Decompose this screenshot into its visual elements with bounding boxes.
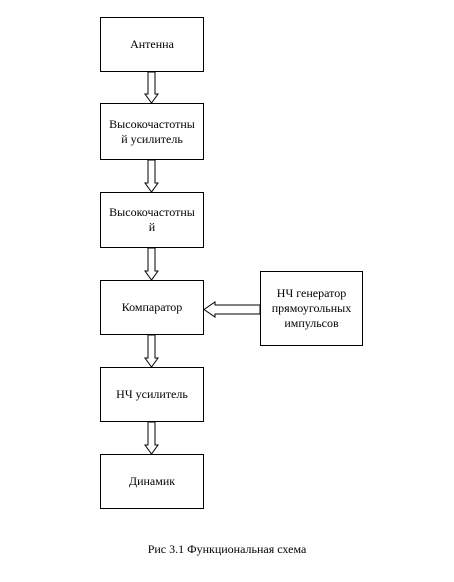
block-hf-amplifier-1-label: Высокочастотны й усилитель bbox=[109, 116, 195, 146]
arrow-antenna-to-hf1 bbox=[144, 71, 159, 104]
block-hf-amplifier-2: Высокочастотны й bbox=[100, 192, 204, 248]
block-antenna-label: Антенна bbox=[130, 37, 174, 51]
arrow-hf1-to-hf2 bbox=[144, 159, 159, 193]
block-hf-amplifier-1: Высокочастотны й усилитель bbox=[100, 103, 204, 160]
block-lf-amplifier-label: НЧ усилитель bbox=[116, 387, 188, 401]
block-lf-generator-label: НЧ генератор прямоугольных импульсов bbox=[271, 286, 352, 330]
block-comparator: Компаратор bbox=[100, 280, 204, 335]
block-speaker: Динамик bbox=[100, 454, 204, 509]
arrow-hf2-to-comparator bbox=[144, 247, 159, 281]
block-hf-amplifier-2-label: Высокочастотны й bbox=[109, 205, 195, 234]
arrow-comparator-to-lfamp bbox=[144, 334, 159, 368]
block-lf-amplifier: НЧ усилитель bbox=[100, 367, 204, 422]
arrow-lfamp-to-speaker bbox=[144, 421, 159, 455]
figure-caption: Рис 3.1 Функциональная схема bbox=[147, 542, 307, 556]
block-lf-generator: НЧ генератор прямоугольных импульсов bbox=[260, 271, 363, 346]
block-antenna: Антенна bbox=[100, 17, 204, 72]
block-speaker-label: Динамик bbox=[128, 474, 176, 488]
arrow-lfgen-to-comparator bbox=[203, 301, 261, 318]
block-comparator-label: Компаратор bbox=[121, 300, 183, 314]
